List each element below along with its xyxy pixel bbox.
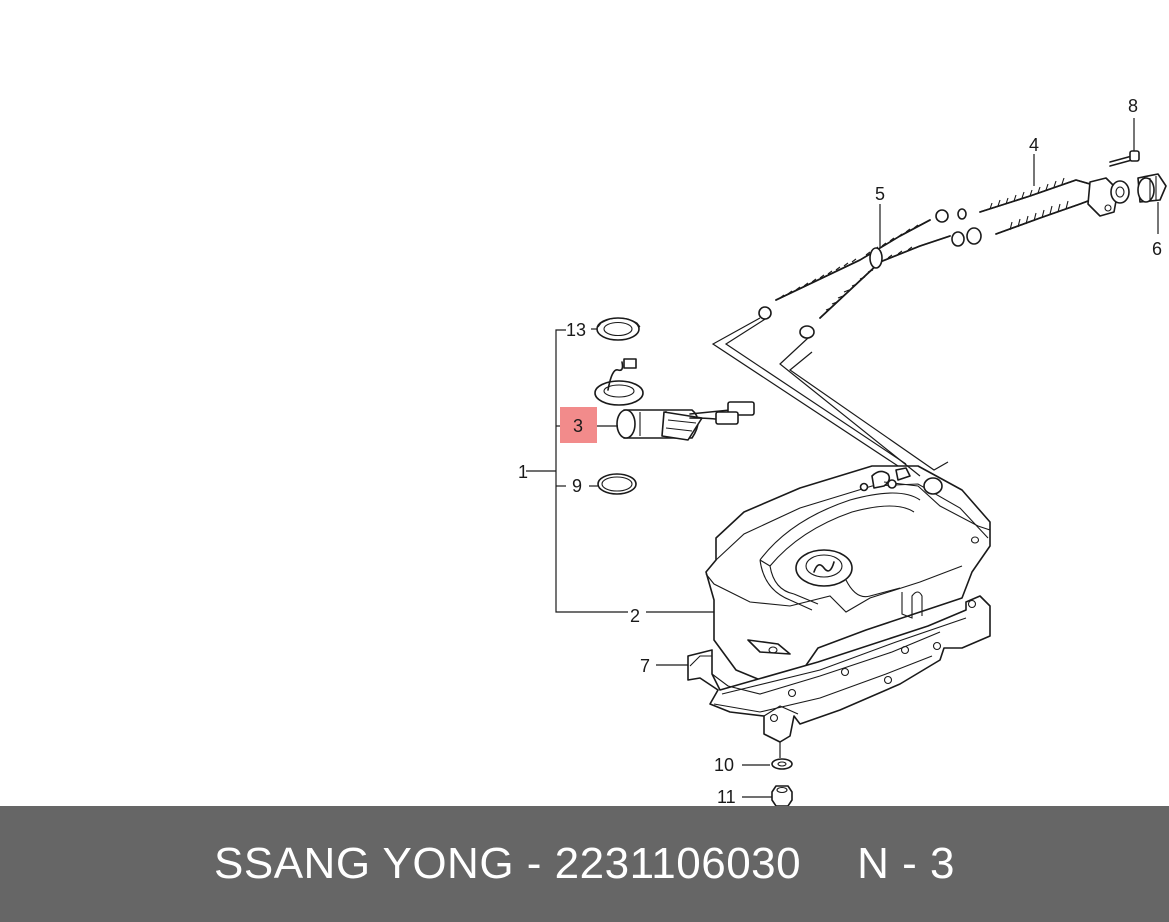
callout-labels: 1 2 3 4 5 6 7 8 9 10 11 13	[518, 96, 1162, 806]
callout-13: 13	[566, 320, 586, 340]
part-6-fuel-cap	[1137, 173, 1167, 234]
hose-routing-lines	[711, 315, 949, 477]
part-2-fuel-tank	[705, 465, 991, 685]
fuel-tank-exploded-view: 1 2 3 4 5 6 7 8 9 10 11 13	[518, 96, 1167, 806]
part-11-nut	[742, 785, 793, 806]
callout-1: 1	[518, 462, 528, 482]
part-5-filler-hose	[758, 204, 982, 339]
callout-8: 8	[1128, 96, 1138, 116]
part-9-o-ring	[589, 473, 637, 495]
part-13-lock-ring	[591, 317, 641, 341]
callout-6: 6	[1152, 239, 1162, 259]
reference-number: N - 3	[857, 839, 955, 888]
part-7-skid-plate	[656, 595, 991, 743]
callout-4: 4	[1029, 135, 1039, 155]
callout-10: 10	[714, 755, 734, 775]
callout-2: 2	[630, 606, 640, 626]
callout-3: 3	[573, 416, 583, 436]
footer-text: SSANG YONG - 2231106030 N - 3	[214, 839, 955, 889]
callout-5: 5	[875, 184, 885, 204]
brand-part-number: SSANG YONG - 2231106030	[214, 839, 802, 888]
part-3-fuel-pump	[560, 358, 755, 443]
callout-7: 7	[640, 656, 650, 676]
part-4-filler-neck	[979, 154, 1130, 235]
callout-9: 9	[572, 476, 582, 496]
part-number-footer: SSANG YONG - 2231106030 N - 3	[0, 806, 1169, 922]
assembly-1-bracket	[526, 329, 714, 613]
callout-11: 11	[717, 787, 736, 806]
highlight-box-3	[560, 407, 597, 443]
part-10-washer	[742, 742, 793, 770]
parts-diagram: 1 2 3 4 5 6 7 8 9 10 11 13	[518, 96, 1167, 806]
part-8-screw	[1109, 118, 1140, 167]
